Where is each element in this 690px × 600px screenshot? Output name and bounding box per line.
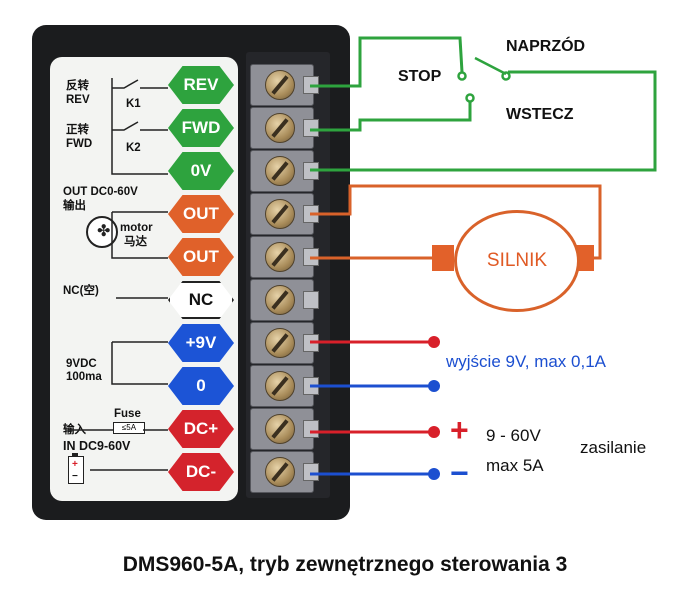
terminal-screw (250, 408, 319, 450)
switch-contact-stop (457, 71, 467, 81)
k1-label: K1 (126, 98, 141, 110)
terminal-badge: 0V (168, 152, 234, 190)
screw-icon (265, 457, 295, 487)
nine-volt-line (111, 341, 168, 385)
terminal-badge-label: 0V (190, 161, 212, 180)
battery-plus: + (72, 459, 78, 470)
screw-icon (265, 371, 295, 401)
k2-switch-line (112, 121, 168, 131)
current-note: max 5A (486, 456, 544, 475)
fwd-cn-label: 正转 (66, 124, 89, 136)
terminal-badge: OUT (168, 238, 234, 276)
terminal-screw (250, 279, 319, 321)
orange-wire-out1 (310, 184, 602, 260)
terminal-screw (250, 150, 319, 192)
terminal-screw (250, 451, 319, 493)
terminal-badge: DC- (168, 453, 234, 491)
terminal-badge: +9V (168, 324, 234, 362)
terminal-badge-label: +9V (185, 333, 217, 352)
fwd-en-label: FWD (66, 138, 93, 150)
motor-symbol: SILNIK (454, 210, 580, 312)
vdc-label: 9VDC (66, 358, 97, 370)
zero-volt-line (111, 140, 168, 175)
terminal-badge-label: DC- (185, 462, 217, 481)
motor-label: SILNIK (486, 250, 548, 271)
screw-icon (265, 285, 295, 315)
output-9v-note: wyjście 9V, max 0,1A (446, 352, 606, 371)
switch-stop-label: STOP (398, 68, 442, 85)
fuse-label: Fuse (114, 408, 141, 420)
green-wire-rev (310, 36, 464, 88)
switch-reverse-label: WSTECZ (506, 106, 574, 123)
terminal-badge: DC+ (168, 410, 234, 448)
switch-contact-reverse (465, 93, 475, 103)
terminal-screw (250, 193, 319, 235)
plus-sign: + (450, 412, 469, 448)
screw-icon (265, 242, 295, 272)
voltage-note: 9 - 60V (486, 426, 541, 445)
terminal-badge-label: OUT (183, 247, 219, 266)
supply-note: zasilanie (580, 438, 647, 457)
diagram-caption: DMS960-5A, tryb zewnętrznego sterowania … (122, 553, 568, 576)
terminal-badge: 0 (168, 367, 234, 405)
motor-line (111, 211, 168, 259)
motor-cn-label: 马达 (124, 236, 147, 248)
screw-icon (265, 70, 295, 100)
terminal-badge-label: FWD (181, 118, 221, 137)
terminal-screw (250, 236, 319, 278)
terminal-badge: OUT (168, 195, 234, 233)
green-wire-fwd (310, 100, 472, 132)
screw-icon (265, 414, 295, 444)
switch-forward-label: NAPRZÓD (506, 38, 586, 55)
wire-clamp (303, 291, 319, 309)
terminal-badge-label: OUT (183, 204, 219, 223)
green-wire-0v (310, 70, 657, 172)
fuse-rating: ≤5A (121, 423, 137, 432)
k2-label: K2 (126, 142, 141, 154)
terminal-badge: REV (168, 66, 234, 104)
terminal-screw (250, 322, 319, 364)
screw-icon (265, 113, 295, 143)
dot-dc-plus (428, 426, 440, 438)
terminal-badge-label: DC+ (183, 419, 219, 438)
terminal-screw (250, 107, 319, 149)
battery-icon (68, 453, 84, 484)
rev-en-label: REV (66, 94, 90, 106)
wire-clamp (303, 463, 319, 481)
wire-clamp (303, 119, 319, 137)
terminal-badge: NC (168, 281, 234, 319)
rev-cn-label: 反转 (66, 80, 89, 92)
dot-0 (428, 380, 440, 392)
screw-icon (265, 199, 295, 229)
screw-icon (265, 328, 295, 358)
terminal-badge: FWD (168, 109, 234, 147)
terminal-badge-label: NC (188, 290, 214, 309)
terminal-badge-label: 0 (196, 376, 206, 395)
fuse-icon: ≤5A (113, 422, 145, 434)
switch-lever (474, 56, 507, 76)
screw-icon (265, 156, 295, 186)
motor-en-label: motor (120, 222, 153, 234)
dot-dc-minus (428, 468, 440, 480)
k1-switch-line (112, 79, 168, 89)
out-range-label: OUT DC0-60V (63, 186, 138, 198)
battery-minus: − (72, 471, 78, 482)
terminal-badge-label: REV (183, 75, 219, 94)
ma-label: 100ma (66, 371, 102, 383)
minus-sign: − (450, 455, 469, 491)
dot-9v (428, 336, 440, 348)
out-cn-label: 输出 (63, 200, 86, 212)
motor-tab-left (432, 245, 454, 271)
terminal-screw (250, 365, 319, 407)
input-range-label: IN DC9-60V (63, 439, 131, 453)
nc-label: NC(空) (63, 285, 99, 297)
